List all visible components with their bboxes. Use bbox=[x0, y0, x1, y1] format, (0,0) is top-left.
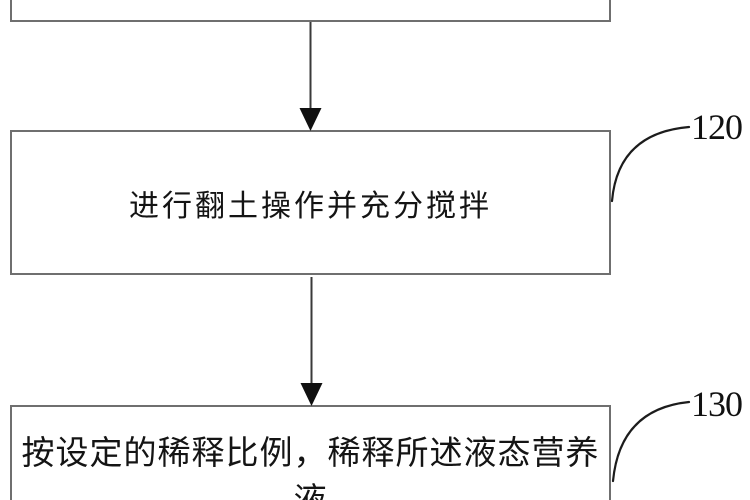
leader-line-120 bbox=[610, 125, 691, 203]
flow-step-box-130: 按设定的稀释比例，稀释所述液态营养液 bbox=[10, 405, 611, 500]
arrowhead bbox=[300, 383, 323, 406]
flow-step-label-130: 按设定的稀释比例，稀释所述液态营养液 bbox=[21, 436, 600, 500]
flow-step-label-120: 进行翻土操作并充分搅拌 bbox=[129, 189, 492, 223]
flow-step-box-120: 进行翻土操作并充分搅拌 bbox=[10, 130, 611, 275]
flow-step-box-previous bbox=[10, 0, 611, 22]
down-arrow-connector-1 bbox=[299, 22, 322, 131]
leader-line-130 bbox=[611, 400, 691, 483]
arrowhead bbox=[299, 108, 322, 131]
ref-number-130: 130 bbox=[691, 384, 743, 424]
ref-number-120: 120 bbox=[691, 107, 743, 147]
down-arrow-connector-2 bbox=[300, 277, 323, 406]
